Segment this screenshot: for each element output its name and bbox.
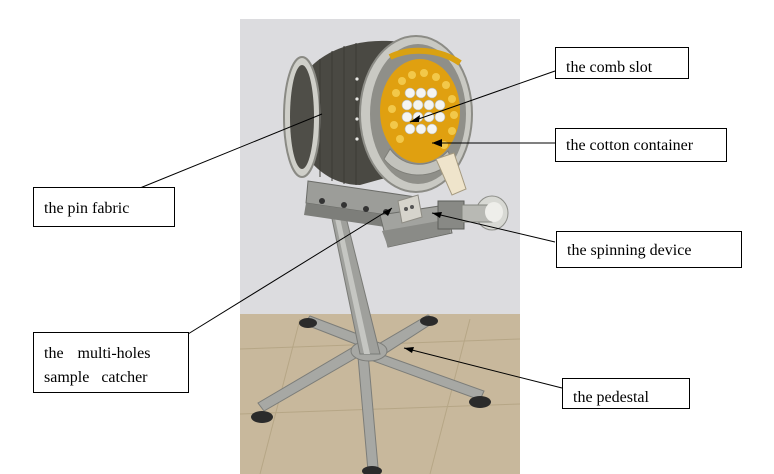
label-spinning-device: the spinning device xyxy=(556,231,742,268)
spinning-device xyxy=(379,195,509,248)
label-pedestal-text: the pedestal xyxy=(573,389,649,406)
arrowhead-comb-slot xyxy=(410,115,420,122)
label-pin-fabric: the pin fabric xyxy=(33,187,175,227)
arrowhead-sample-catcher xyxy=(383,208,392,216)
leader-spinning-device xyxy=(431,212,556,243)
label-sample-catcher-line1: the multi-holes xyxy=(44,345,151,362)
leader-sample-catcher xyxy=(187,207,393,335)
multi-holes-sample-catcher xyxy=(397,194,423,224)
comb-slot xyxy=(388,47,462,66)
label-pin-fabric-text: the pin fabric xyxy=(44,200,130,217)
label-comb-slot: the comb slot xyxy=(555,47,689,79)
leader-pedestal xyxy=(403,347,563,389)
front-handle xyxy=(383,148,467,196)
arrowhead-spinning-device xyxy=(432,212,442,218)
label-sample-catcher: the multi-holes sample catcher xyxy=(33,332,189,393)
device-photo xyxy=(240,19,520,474)
arrowhead-cotton-container xyxy=(432,139,442,147)
label-cotton-container-text: the cotton container xyxy=(566,137,694,154)
label-comb-slot-text: the comb slot xyxy=(566,59,653,76)
leader-comb-slot xyxy=(409,70,556,123)
arrowhead-pedestal xyxy=(404,347,414,353)
pedestal-feet xyxy=(251,316,491,474)
label-pedestal: the pedestal xyxy=(562,378,690,409)
leader-pin-fabric xyxy=(139,113,323,189)
label-spinning-device-text: the spinning device xyxy=(567,242,692,259)
pedestal-base xyxy=(257,314,485,472)
label-cotton-container: the cotton container xyxy=(555,128,727,162)
label-sample-catcher-line2: sample catcher xyxy=(44,369,148,386)
